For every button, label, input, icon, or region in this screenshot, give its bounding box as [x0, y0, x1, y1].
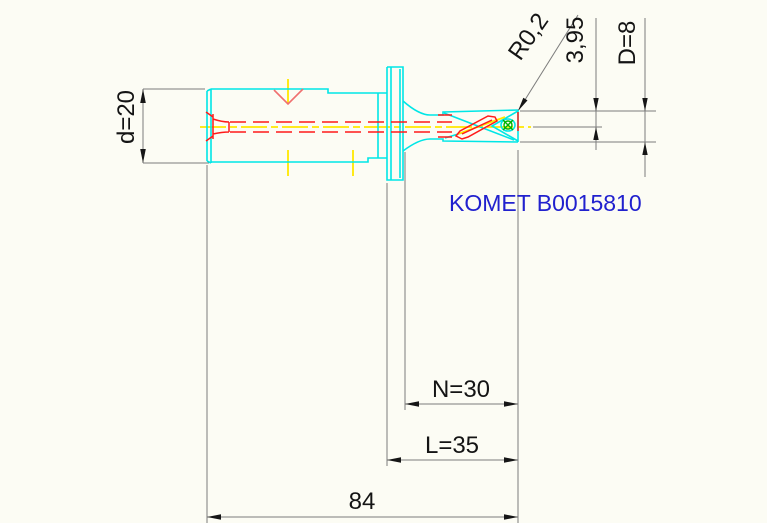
- dim-neck-length-label: N=30: [431, 376, 491, 403]
- tool-body-outline: [206, 66, 519, 181]
- brand-label: KOMET B0015810: [449, 190, 642, 216]
- dimension-arrows: [140, 89, 648, 520]
- dim-overall-length-label: 84: [348, 488, 376, 515]
- dim-flute-length-label: L=35: [424, 432, 480, 459]
- dim-tip-to-center-label: 3,95: [562, 16, 589, 64]
- insert-screw-icon: [502, 119, 514, 131]
- dim-head-diameter-label: D=8: [614, 20, 641, 66]
- cutting-insert: [454, 112, 519, 140]
- dim-shank-diameter-label: d=20: [113, 89, 140, 145]
- coolant-channel: [205, 111, 452, 142]
- centerline: [200, 79, 531, 176]
- center-mark: [273, 88, 304, 106]
